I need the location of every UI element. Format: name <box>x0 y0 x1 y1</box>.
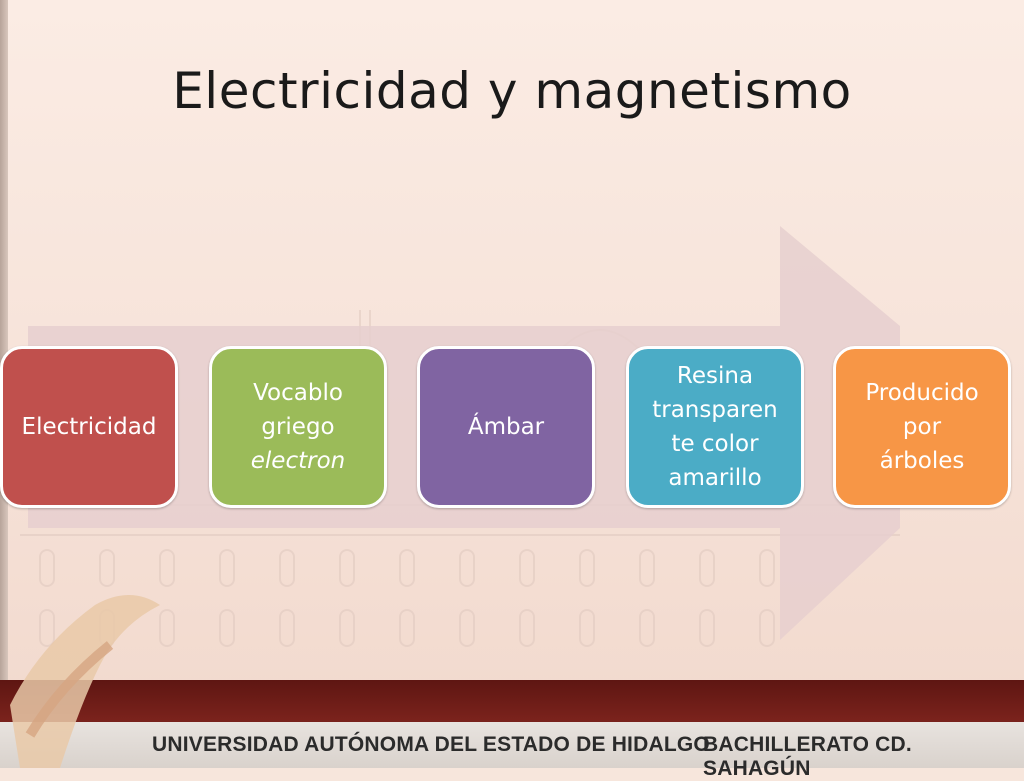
slide-left-edge <box>0 0 8 680</box>
step-line: Resina <box>676 363 754 389</box>
step-text: Electricidad <box>22 410 157 444</box>
step-line: transparen <box>652 397 778 423</box>
step-line: te color <box>671 431 759 457</box>
footer-school-name: BACHILLERATO CD. SAHAGÚN <box>703 733 912 780</box>
step-text: Vocablo griego electron <box>251 376 345 478</box>
step-text: Resina transparen te color amarillo <box>652 359 778 495</box>
emblem-icon <box>10 595 160 768</box>
step-line: amarillo <box>668 465 762 491</box>
step-line-italic: electron <box>250 448 346 474</box>
process-step-producido: Producido por árboles <box>833 346 1011 508</box>
footer-band <box>0 722 1024 768</box>
step-line: Vocablo <box>253 380 343 406</box>
step-line: por <box>902 414 942 440</box>
step-line: árboles <box>879 448 965 474</box>
step-text: Producido por árboles <box>865 376 978 478</box>
process-step-vocablo-griego: Vocablo griego electron <box>209 346 387 508</box>
process-step-resina: Resina transparen te color amarillo <box>626 346 804 508</box>
process-step-electricidad: Electricidad <box>0 346 178 508</box>
step-line: Producido <box>865 380 979 406</box>
slide-title: Electricidad y magnetismo <box>172 62 852 120</box>
step-line: griego <box>261 414 335 440</box>
step-line: Electricidad <box>21 414 157 440</box>
process-step-ambar: Ámbar <box>417 346 595 508</box>
footer-university-name: UNIVERSIDAD AUTÓNOMA DEL ESTADO DE HIDAL… <box>152 733 710 756</box>
step-text: Ámbar <box>468 410 544 444</box>
step-line: Ámbar <box>467 414 545 440</box>
